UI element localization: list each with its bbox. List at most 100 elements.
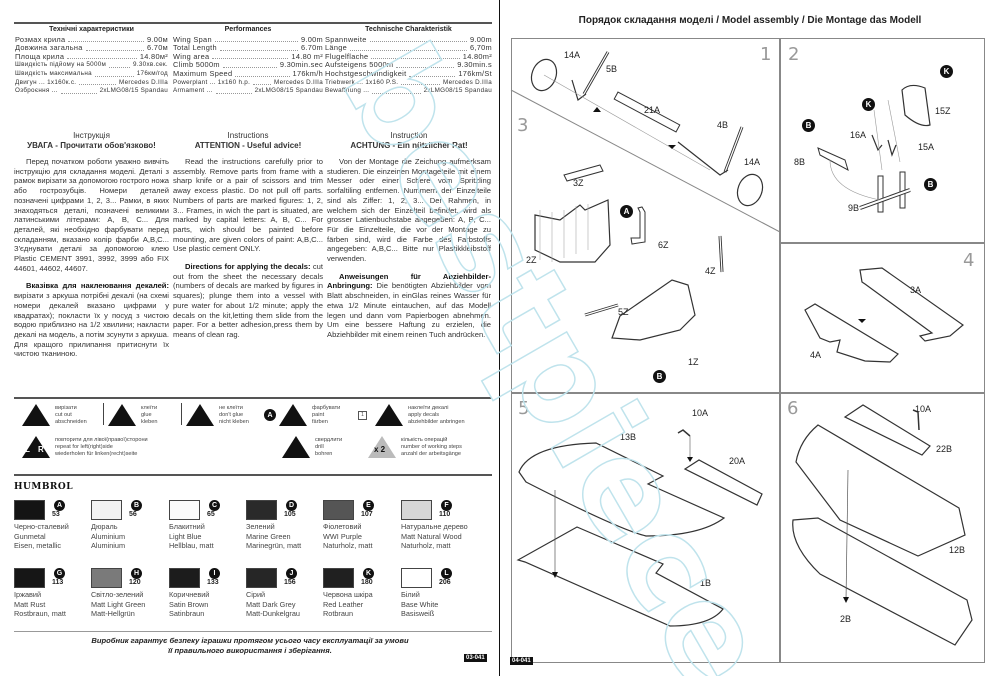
- color-chip: [14, 568, 45, 588]
- part-label: 4B: [717, 120, 729, 130]
- step-number: 5: [518, 398, 530, 419]
- color-marker: B: [924, 178, 937, 191]
- part-label: 5B: [606, 64, 618, 74]
- steps-1-3-frame: [511, 38, 780, 393]
- part-label: 8B: [794, 157, 806, 167]
- decal-number-icon: 1: [358, 410, 367, 420]
- decals-instructions: Anweisungen für Abziehbilder-Anbringung:…: [327, 271, 491, 339]
- instructions-title: Інструкція: [73, 131, 110, 140]
- step-number: 3: [517, 115, 529, 136]
- instructions-de: Instruction ACHTUNG - Ein nützlicher Rat…: [327, 131, 491, 340]
- legend-top-rule: [14, 397, 492, 399]
- color-chip: [323, 500, 354, 520]
- top-rule: [14, 22, 492, 24]
- color-chip: [169, 568, 200, 588]
- arrow-down-icon: [181, 403, 182, 425]
- step-4-frame: [780, 243, 985, 393]
- part-label: 10A: [692, 408, 709, 418]
- instructions-title: Instruction: [390, 131, 428, 140]
- spec-row: Triebwerk ... 1x160 P.S.Mercedes D.IIIa: [325, 78, 492, 86]
- instructions-ua: Інструкція УВАГА - Прочитати обов'язково…: [14, 131, 169, 359]
- paint-color-badge: A: [264, 409, 276, 421]
- humbrol-number: 105: [284, 511, 296, 518]
- color-chip: [246, 500, 277, 520]
- color-letter-badge: I: [209, 568, 220, 579]
- spec-row: Двигун ... 1х160к.с.Mercedes D.IIIa: [15, 78, 168, 86]
- color-chip: [323, 568, 354, 588]
- part-label: 12B: [949, 545, 966, 555]
- instructions-body: Перед початком роботи уважно вивчіть інс…: [14, 157, 169, 273]
- color-letter-badge: D: [286, 500, 297, 511]
- instructions-body: Von der Montage die Zeichung aufmerksam …: [327, 157, 491, 264]
- step-number: 2: [788, 44, 800, 65]
- part-label: 1B: [700, 578, 712, 588]
- part-label: 3Z: [573, 178, 584, 188]
- part-label: 16A: [850, 130, 867, 140]
- glue-icon: [108, 404, 136, 426]
- apply-decals-icon: [375, 404, 403, 426]
- part-label: 10A: [915, 404, 932, 414]
- color-letter-badge: K: [363, 568, 374, 579]
- part-label: 13B: [620, 432, 637, 442]
- color-chip: [401, 500, 432, 520]
- page-code: 04-041: [510, 657, 533, 665]
- step-5-frame: [511, 393, 780, 663]
- instructions-subtitle: УВАГА - Прочитати обов'язково!: [27, 141, 156, 150]
- spec-row: Озброєння ...2xLMG08/15 Spandau: [15, 87, 168, 95]
- part-label: 15Z: [935, 106, 951, 116]
- repeat-lr-icon: L R: [22, 436, 50, 458]
- humbrol-number: 180: [361, 579, 373, 586]
- spec-row: Armament ...2xLMG08/15 Spandau: [173, 87, 323, 95]
- color-chip: [14, 500, 45, 520]
- color-chip: [169, 500, 200, 520]
- spec-heading: Технічні характеристики: [49, 26, 134, 33]
- color-chip: [91, 568, 122, 588]
- instructions-title: Instructions: [227, 131, 269, 140]
- part-label: 9B: [848, 203, 860, 213]
- part-label: 4A: [810, 350, 822, 360]
- step-2-frame: [780, 38, 985, 243]
- color-letter-badge: F: [441, 500, 452, 511]
- assembly-page: Порядок складання моделі / Model assembl…: [500, 0, 1000, 676]
- part-label: 2B: [840, 614, 852, 624]
- humbrol-title: HUMBROL: [14, 482, 74, 492]
- color-letter-badge: B: [131, 500, 142, 511]
- page-code: 03-041: [464, 654, 487, 662]
- color-chip: [246, 568, 277, 588]
- part-label: 3A: [910, 285, 922, 295]
- color-chip: [401, 568, 432, 588]
- color-marker: K: [940, 65, 953, 78]
- step-number: 4: [963, 250, 975, 271]
- part-label: 15A: [918, 142, 935, 152]
- drill-icon: [282, 436, 310, 458]
